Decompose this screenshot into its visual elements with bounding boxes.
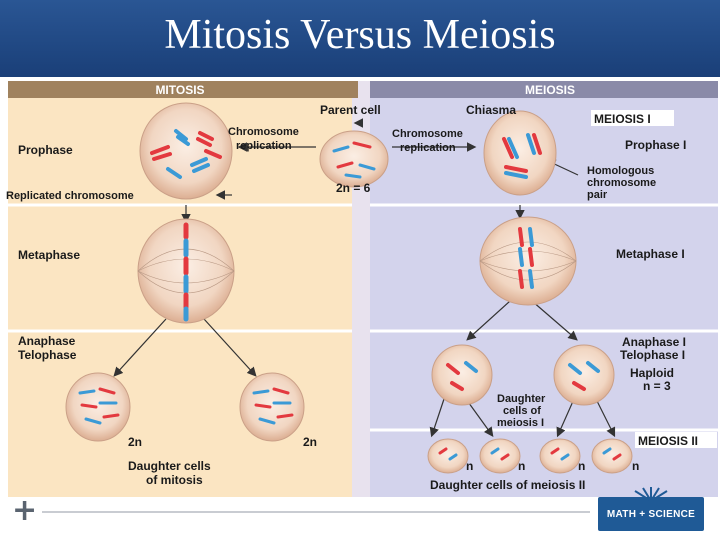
prophase-one-label: Prophase I [625,138,686,152]
homologous-label-2: chromosome [587,177,656,189]
diagram-area: MITOSIS MEIOSIS MEIOSIS I MEIOSIS II [0,77,720,497]
process-arrows [113,118,616,438]
homologous-label-1: Homologous [587,165,654,177]
cell-meiosis-one-daughter-left [431,344,493,406]
two-n-left-label: 2n [128,435,142,449]
cell-meiosis-metaphase-one [479,216,577,306]
homologous-label-3: pair [587,189,608,201]
cell-meiosis-two-d [591,438,633,474]
footer-divider [42,511,590,513]
meiosis-two-box [635,432,717,448]
prophase-label: Prophase [18,143,73,157]
cell-meiosis-two-a [427,438,469,474]
two-n-right-label: 2n [303,435,317,449]
chromosomes [78,129,622,461]
nms-logo: MATH + SCIENCE [598,487,704,531]
n-label-d: n [632,459,639,473]
metaphase-one-label: Metaphase I [616,247,685,261]
daughter-mitosis-1: Daughter cells [128,459,211,473]
replicated-chromosome-label: Replicated chromosome [6,190,134,202]
n-label-c: n [578,459,585,473]
telophase-label: Telophase [18,348,77,362]
cell-mitosis-daughter-left [65,372,131,442]
meiosis-header: MEIOSIS [525,83,575,97]
cell-meiosis-one-daughter-right [553,344,615,406]
n-three-label: n = 3 [643,379,671,393]
haploid-label: Haploid [630,366,674,380]
mitosis-meiosis-diagram: MITOSIS MEIOSIS MEIOSIS I MEIOSIS II [6,81,718,497]
anaphase-one-label: Anaphase I [622,335,686,349]
daughter-meiosis-one-2: cells of [503,405,541,417]
meiosis-two-label: MEIOSIS II [638,434,698,448]
cell-mitosis-prophase [139,102,233,200]
plus-icon: + [12,493,38,528]
logo-text: MATH + SCIENCE [606,509,696,520]
n-label-a: n [466,459,473,473]
cell-meiosis-two-c [539,438,581,474]
two-n-six-label: 2n = 6 [336,181,371,195]
daughter-meiosis-one-3: meiosis I [497,417,544,429]
meiosis-one-label: MEIOSIS I [594,112,651,126]
parent-cell [319,130,389,188]
anaphase-label: Anaphase [18,334,76,348]
chrom-rep-left-1: Chromosome [228,126,299,138]
mitosis-header-bar [8,81,358,98]
meiosis-header-bar [370,81,718,98]
daughter-mitosis-2: of mitosis [146,473,203,487]
chrom-rep-right-2: replication [400,142,456,154]
cell-meiosis-two-b [479,438,521,474]
chrom-rep-left-2: replication [236,140,292,152]
title-bar: Mitosis Versus Meiosis [0,0,720,77]
cell-mitosis-daughter-right [239,372,305,442]
logo-rays-icon [634,487,668,501]
daughter-meiosis-one-1: Daughter [497,393,546,405]
meiosis-one-box [591,110,674,126]
slide-title: Mitosis Versus Meiosis [164,12,556,58]
telophase-one-label: Telophase I [620,348,685,362]
parent-cell-label: Parent cell [320,103,381,117]
metaphase-label: Metaphase [18,248,80,262]
mitosis-header: MITOSIS [155,83,204,97]
daughter-meiosis-two-label: Daughter cells of meiosis II [430,478,585,492]
n-label-b: n [518,459,525,473]
chrom-rep-right-1: Chromosome [392,128,463,140]
chiasma-label: Chiasma [466,103,516,117]
cell-meiosis-prophase-one [483,110,557,196]
